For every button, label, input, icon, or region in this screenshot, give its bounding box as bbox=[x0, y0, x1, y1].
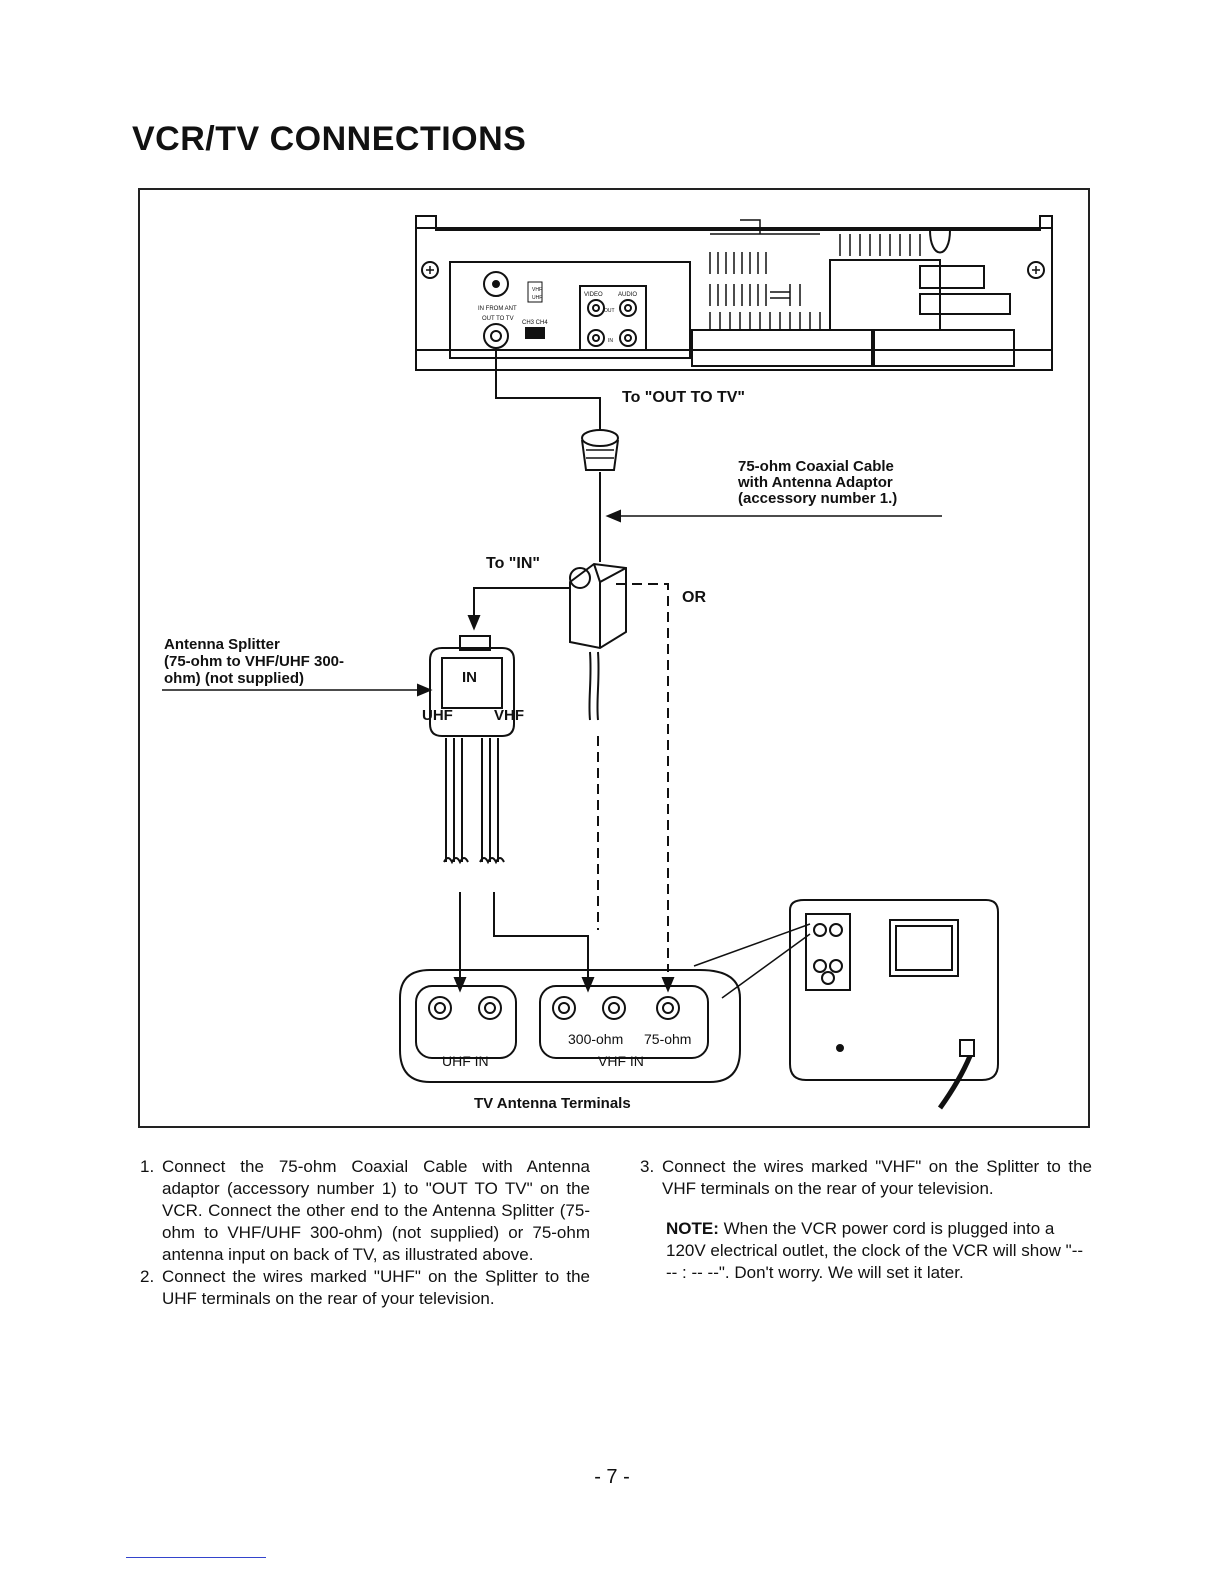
vcr-out-to-tv-label: OUT TO TV bbox=[482, 316, 514, 322]
step-number: 2. bbox=[140, 1267, 155, 1286]
splitter-vhf-label: VHF bbox=[494, 707, 524, 724]
out-to-tv-jack-icon bbox=[483, 323, 509, 349]
video-label: VIDEO bbox=[584, 292, 603, 298]
instructions-left-column: 1. Connect the 75-ohm Coaxial Cable with… bbox=[140, 1156, 590, 1310]
cable-label-line-1: 75-ohm Coaxial Cable bbox=[738, 458, 894, 475]
step-number: 3. bbox=[640, 1157, 655, 1176]
to-out-to-tv-label: To "OUT TO TV" bbox=[622, 389, 745, 406]
page-title: VCR/TV CONNECTIONS bbox=[132, 120, 527, 158]
uhf-in-label: UHF IN bbox=[442, 1053, 489, 1069]
splitter-label-line-2: (75-ohm to VHF/UHF 300- bbox=[164, 653, 344, 670]
instructions-right-column: 3. Connect the wires marked "VHF" on the… bbox=[640, 1156, 1092, 1301]
connection-diagram: IN FROM ANT OUT TO TV VHF UHF CH3 CH4 VI… bbox=[138, 188, 1090, 1128]
in-from-ant-jack-icon bbox=[483, 271, 509, 297]
splitter-label-line-3: ohm) (not supplied) bbox=[164, 670, 304, 687]
cable-label-line-3: (accessory number 1.) bbox=[738, 490, 897, 507]
footer-rule bbox=[126, 1557, 266, 1558]
terminal-300-ohm-label: 300-ohm bbox=[568, 1031, 623, 1047]
splitter-in-label: IN bbox=[462, 669, 477, 686]
vcr-rear-panel bbox=[415, 215, 1053, 371]
note-text: When the VCR power cord is plugged into … bbox=[666, 1219, 1084, 1282]
terminals-caption: TV Antenna Terminals bbox=[474, 1095, 631, 1112]
instruction-step: 1. Connect the 75-ohm Coaxial Cable with… bbox=[140, 1156, 590, 1266]
antenna-adaptor-plug-icon bbox=[581, 429, 619, 471]
note-paragraph: NOTE: When the VCR power cord is plugged… bbox=[640, 1218, 1092, 1284]
splitter-label-line-1: Antenna Splitter bbox=[164, 636, 280, 653]
page-number: - 7 - bbox=[594, 1466, 630, 1488]
vcr-vhf-label: VHF bbox=[532, 287, 542, 293]
antenna-adaptor-block-icon bbox=[569, 562, 627, 721]
instruction-step: 2. Connect the wires marked "UHF" on the… bbox=[140, 1266, 590, 1310]
or-label: OR bbox=[682, 589, 706, 606]
vcr-in-label: IN bbox=[608, 338, 613, 344]
television-rear-icon bbox=[789, 899, 999, 1110]
step-text: Connect the 75-ohm Coaxial Cable with An… bbox=[162, 1157, 590, 1264]
step-text: Connect the wires marked "UHF" on the Sp… bbox=[162, 1267, 590, 1308]
tv-antenna-terminals-icon bbox=[399, 969, 741, 1083]
step-text: Connect the wires marked "VHF" on the Sp… bbox=[662, 1157, 1092, 1198]
ch3-ch4-label: CH3 CH4 bbox=[522, 320, 548, 326]
vhf-in-label: VHF IN bbox=[598, 1053, 644, 1069]
terminal-75-ohm-label: 75-ohm bbox=[644, 1031, 691, 1047]
antenna-splitter-icon bbox=[429, 635, 515, 737]
audio-label: AUDIO bbox=[618, 292, 637, 298]
cable-label-line-2: with Antenna Adaptor bbox=[737, 474, 893, 491]
vcr-out-label: OUT bbox=[604, 308, 615, 314]
vcr-uhf-label: UHF bbox=[532, 295, 542, 301]
to-in-label: To "IN" bbox=[486, 555, 540, 572]
step-number: 1. bbox=[140, 1157, 155, 1176]
note-label: NOTE: bbox=[666, 1219, 719, 1238]
instruction-step: 3. Connect the wires marked "VHF" on the… bbox=[640, 1156, 1092, 1200]
in-from-ant-label: IN FROM ANT bbox=[478, 306, 517, 312]
splitter-uhf-label: UHF bbox=[422, 707, 453, 724]
